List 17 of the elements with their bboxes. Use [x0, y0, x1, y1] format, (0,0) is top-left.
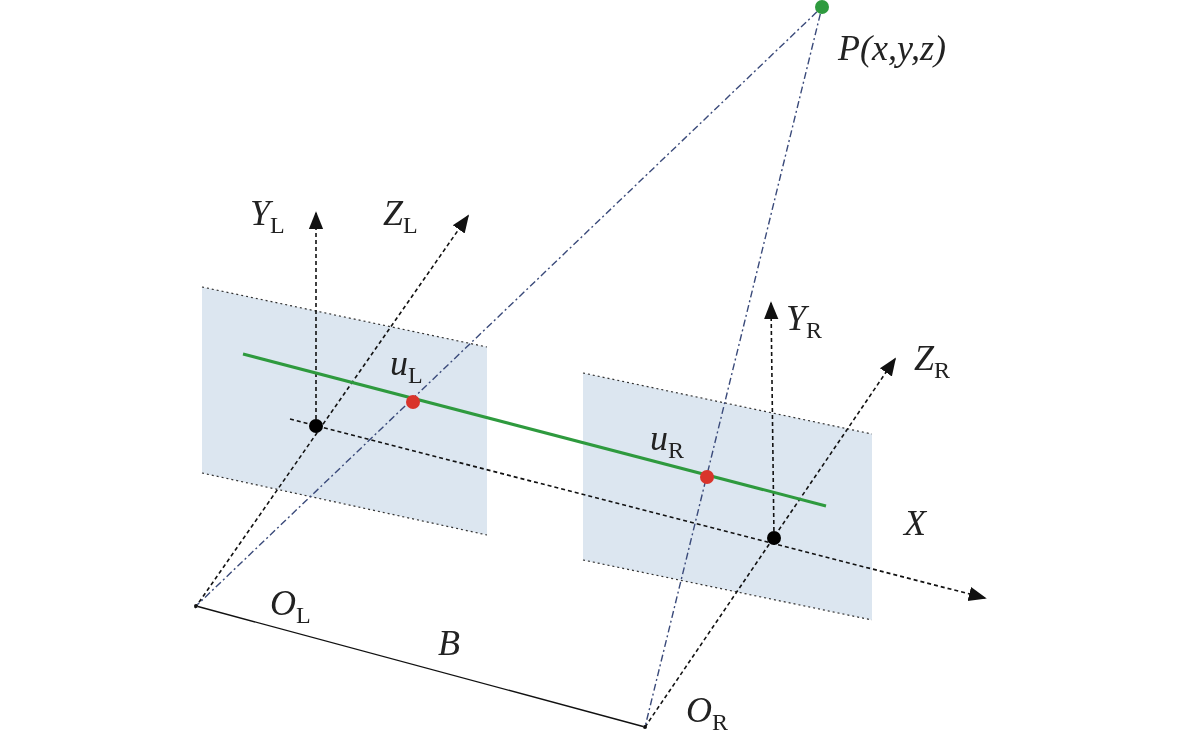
projection-ray — [644, 13, 822, 726]
point-label: P(x,y,z) — [838, 30, 946, 66]
axis-label: X — [904, 505, 926, 541]
point-label: O$_{R}$ — [686, 692, 728, 735]
point-dot — [815, 0, 829, 14]
axis-label: Y$_{L}$ — [250, 195, 285, 238]
baseline — [197, 605, 644, 728]
point-label: O$_{L}$ — [270, 585, 311, 628]
image-point-label: u$_{R}$ — [650, 420, 684, 463]
axis-label: Z$_{R}$ — [914, 340, 951, 383]
axis-label: Y$_{R}$ — [786, 300, 823, 343]
image-point-label: u$_{L}$ — [390, 345, 423, 388]
origin-point — [194, 604, 198, 608]
axis-label: Z$_{L}$ — [383, 195, 418, 238]
projection-ray — [196, 11, 818, 606]
edge-label: B — [438, 625, 460, 661]
origin-point — [643, 725, 647, 729]
